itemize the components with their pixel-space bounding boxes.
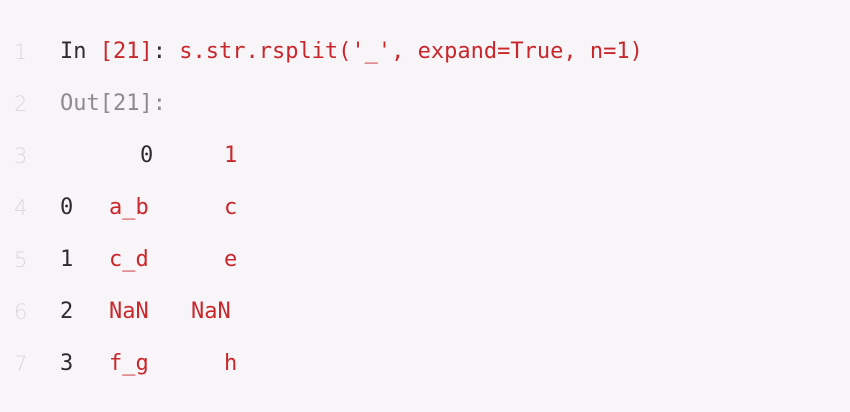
line-number: 6: [14, 300, 28, 324]
code-statement: s.str.rsplit('_', expand=True, n=1): [179, 39, 643, 64]
code-line-1: 1 In [21]: s.str.rsplit('_', expand=True…: [0, 26, 850, 78]
column-header: 0: [140, 143, 154, 168]
output-prompt: Out[21]:: [60, 91, 166, 116]
code-line-4: 4 0 a_b c: [0, 182, 850, 234]
input-prompt: In: [60, 39, 100, 64]
row-index: 2: [60, 299, 74, 324]
line-number: 7: [14, 352, 28, 376]
table-cell: NaN: [191, 299, 231, 324]
table-cell: f_g: [109, 351, 149, 376]
table-cell: a_b: [109, 195, 149, 220]
prompt-colon: :: [152, 39, 180, 64]
code-line-2: 2 Out[21]:: [0, 78, 850, 130]
table-cell: c_d: [109, 247, 149, 272]
code-line-3: 3 0 1: [0, 130, 850, 182]
table-cell: h: [224, 351, 238, 376]
table-cell: NaN: [109, 299, 149, 324]
row-index: 1: [60, 247, 74, 272]
input-prompt-line: In [21]: s.str.rsplit('_', expand=True, …: [60, 26, 643, 78]
line-number: 5: [14, 248, 28, 272]
code-line-6: 6 2 NaN NaN: [0, 286, 850, 338]
line-number: 4: [14, 196, 28, 220]
table-cell: e: [224, 247, 238, 272]
row-index: 3: [60, 351, 74, 376]
column-header: 1: [224, 143, 238, 168]
code-line-5: 5 1 c_d e: [0, 234, 850, 286]
code-line-7: 7 3 f_g h: [0, 338, 850, 390]
table-cell: c: [224, 195, 238, 220]
execution-count: [21]: [99, 39, 153, 64]
row-index: 0: [60, 195, 74, 220]
line-number: 1: [14, 40, 28, 64]
line-number: 3: [14, 144, 28, 168]
line-number: 2: [14, 92, 28, 116]
